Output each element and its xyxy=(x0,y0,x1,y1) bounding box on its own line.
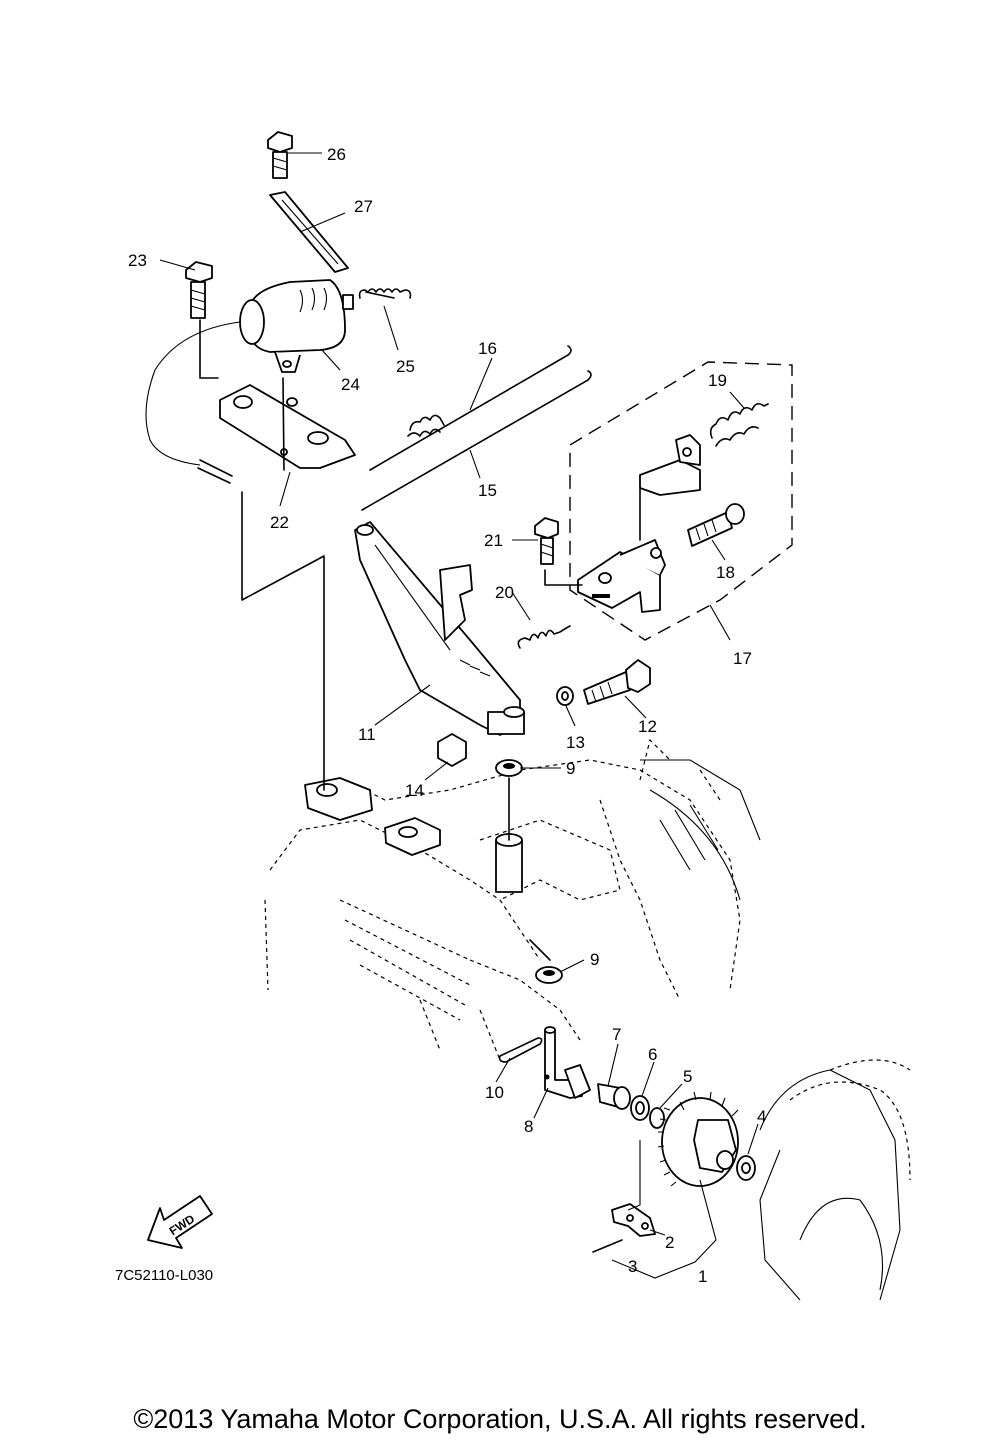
callout-11: 11 xyxy=(358,725,376,744)
solenoid-assembly xyxy=(145,279,356,484)
callout-5: 5 xyxy=(683,1067,692,1086)
washer-13 xyxy=(556,686,574,706)
callout-9-lower: 9 xyxy=(590,950,599,969)
washer-9-upper xyxy=(495,759,523,777)
callout-3: 3 xyxy=(628,1257,637,1276)
callout-26: 26 xyxy=(327,145,346,164)
callout-15: 15 xyxy=(478,481,497,500)
callout-6: 6 xyxy=(648,1045,657,1064)
bolt-18 xyxy=(687,503,745,547)
callout-2: 2 xyxy=(665,1233,674,1252)
clip-2 xyxy=(611,1203,656,1237)
callout-23: 23 xyxy=(128,251,147,270)
engine-block-outline xyxy=(264,738,761,1061)
callout-25: 25 xyxy=(396,357,415,376)
callout-22: 22 xyxy=(270,513,289,532)
governor-parts xyxy=(597,1083,665,1129)
callout-7: 7 xyxy=(612,1025,621,1044)
spring-20 xyxy=(517,625,571,649)
rods-15-16 xyxy=(361,345,592,511)
callout-13: 13 xyxy=(566,733,585,752)
leader-lines xyxy=(159,152,759,1279)
callout-27: 27 xyxy=(354,197,373,216)
strap-27 xyxy=(269,191,349,273)
callout-20: 20 xyxy=(495,583,514,602)
bolt-21 xyxy=(534,517,559,565)
callout-9-upper: 9 xyxy=(566,759,575,778)
bolt-23 xyxy=(185,261,213,319)
callout-8: 8 xyxy=(524,1117,533,1136)
bolt-26 xyxy=(267,131,293,179)
callout-16: 16 xyxy=(478,339,497,358)
copyright-notice: ©2013 Yamaha Motor Corporation, U.S.A. A… xyxy=(133,1404,867,1434)
callout-21: 21 xyxy=(484,531,503,550)
callout-14: 14 xyxy=(405,781,424,800)
callout-18: 18 xyxy=(716,563,735,582)
pin-10 xyxy=(498,1037,543,1063)
parts-diagram: FWD 7C52110-L030 1 2 3 4 5 6 7 8 9 9 10 … xyxy=(115,131,911,1301)
nut-14 xyxy=(437,733,467,767)
callout-4: 4 xyxy=(757,1107,766,1126)
washer-9-lower xyxy=(535,966,563,984)
pin-3 xyxy=(592,1239,623,1253)
spring-25 xyxy=(358,288,412,299)
flywheel-housing-outline xyxy=(759,1059,911,1301)
callout-10: 10 xyxy=(485,1083,504,1102)
callout-12: 12 xyxy=(638,717,657,736)
callout-24: 24 xyxy=(341,375,360,394)
fwd-arrow-icon xyxy=(147,1195,213,1249)
washer-4 xyxy=(736,1155,756,1181)
governor-gear-1 xyxy=(657,1091,739,1187)
governor-shaft-8 xyxy=(544,1026,591,1099)
spring-19 xyxy=(709,402,769,447)
throttle-lever-11 xyxy=(354,521,525,736)
drawing-code: 7C52110-L030 xyxy=(115,1267,213,1284)
callout-1: 1 xyxy=(698,1267,707,1286)
callout-19: 19 xyxy=(708,371,727,390)
callout-labels: 1 2 3 4 5 6 7 8 9 9 10 11 12 13 14 15 16… xyxy=(128,145,766,1286)
bracket-assembly-17 xyxy=(569,361,793,641)
callout-17: 17 xyxy=(733,649,752,668)
bolt-12 xyxy=(583,659,651,705)
